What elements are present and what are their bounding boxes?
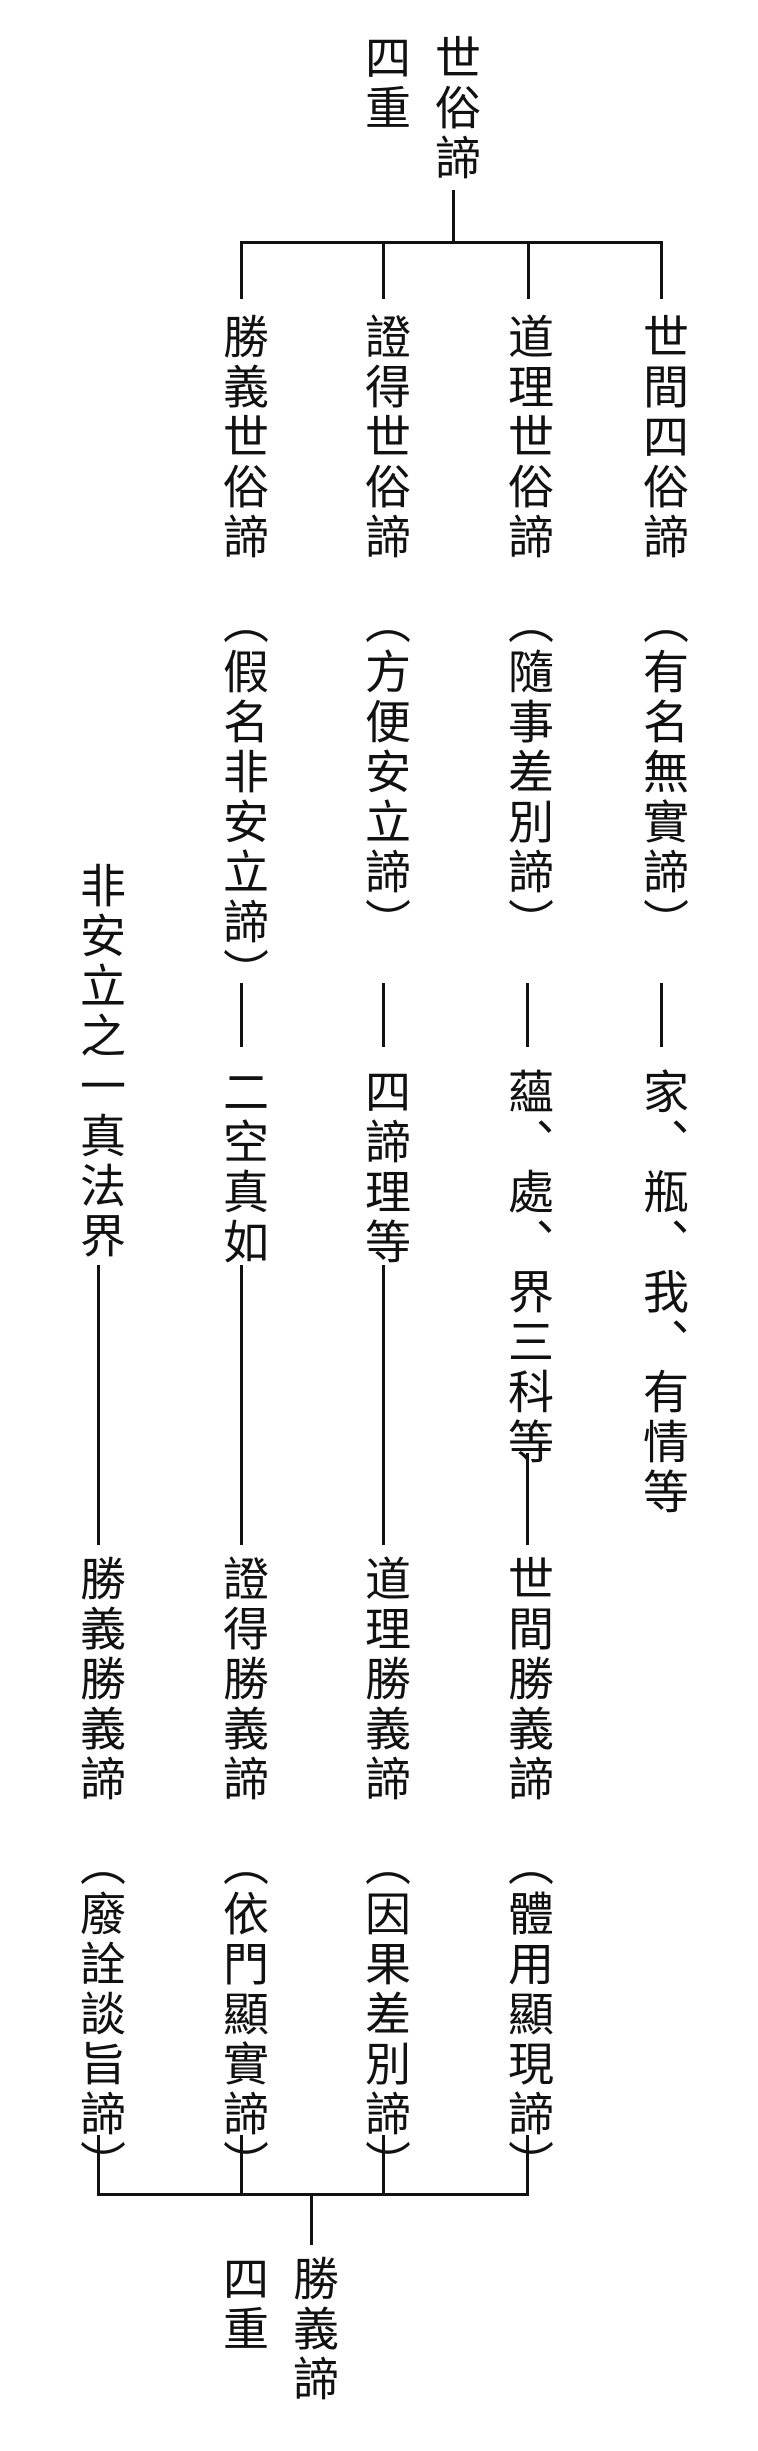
top-bracket-stem xyxy=(452,190,455,242)
worldly-3-connector xyxy=(382,1265,385,1545)
worldly-2-content: 蘊、處、界三科等 xyxy=(501,1068,555,1468)
top-bracket-drop-4 xyxy=(240,241,243,299)
bottom-bracket-rise-1 xyxy=(526,2135,529,2195)
supreme-4-alias: （廢詮談旨諦） xyxy=(73,1840,127,2190)
supreme-2-alias: （因果差別諦） xyxy=(358,1840,412,2190)
supreme-4-name: 勝義勝義諦 xyxy=(73,1555,127,1805)
worldly-2-dash xyxy=(526,983,529,1047)
worldly-4-name: 勝義世俗諦 xyxy=(216,313,270,563)
top-title: 世俗諦 xyxy=(428,34,482,184)
worldly-4-connector xyxy=(240,1265,243,1545)
worldly-1-alias: （有名無實諦） xyxy=(636,598,690,948)
bottom-label: 四重 xyxy=(216,2255,270,2355)
bottom-bracket-stem xyxy=(310,2193,313,2245)
supreme-4-content: 非安立之一真法界 xyxy=(73,862,127,1262)
worldly-3-dash xyxy=(382,983,385,1047)
top-bracket-drop-2 xyxy=(527,241,530,299)
bottom-title: 勝義諦 xyxy=(286,2255,340,2405)
worldly-4-content: 二空真如 xyxy=(216,1068,270,1268)
top-bracket-bar xyxy=(240,241,662,244)
top-label: 四重 xyxy=(358,34,412,134)
worldly-1-dash xyxy=(660,983,663,1047)
worldly-3-content: 四諦理等 xyxy=(358,1068,412,1268)
supreme-1-alias: （體用顯現諦） xyxy=(501,1840,555,2190)
worldly-2-name: 道理世俗諦 xyxy=(501,313,555,563)
worldly-2-alias: （隨事差別諦） xyxy=(501,598,555,948)
worldly-4-dash xyxy=(240,983,243,1047)
supreme-2-name: 道理勝義諦 xyxy=(358,1555,412,1805)
supreme-3-alias: （依門顯實諦） xyxy=(216,1840,270,2190)
bottom-bracket-rise-3 xyxy=(240,2135,243,2195)
supreme-3-name: 證得勝義諦 xyxy=(216,1555,270,1805)
supreme-1-name: 世間勝義諦 xyxy=(501,1555,555,1805)
supreme-4-connector xyxy=(97,1265,100,1545)
worldly-1-content: 家、瓶、我、有情等 xyxy=(636,1068,690,1518)
worldly-2-connector xyxy=(526,1453,529,1545)
worldly-4-alias: （假名非安立諦） xyxy=(216,598,270,998)
bottom-bracket-bar xyxy=(97,2193,529,2196)
worldly-1-name: 世間四俗諦 xyxy=(636,313,690,563)
bottom-bracket-rise-2 xyxy=(382,2135,385,2195)
worldly-3-alias: （方便安立諦） xyxy=(358,598,412,948)
worldly-3-name: 證得世俗諦 xyxy=(358,313,412,563)
bottom-bracket-rise-4 xyxy=(97,2135,100,2195)
top-bracket-drop-1 xyxy=(660,241,663,299)
top-bracket-drop-3 xyxy=(382,241,385,299)
